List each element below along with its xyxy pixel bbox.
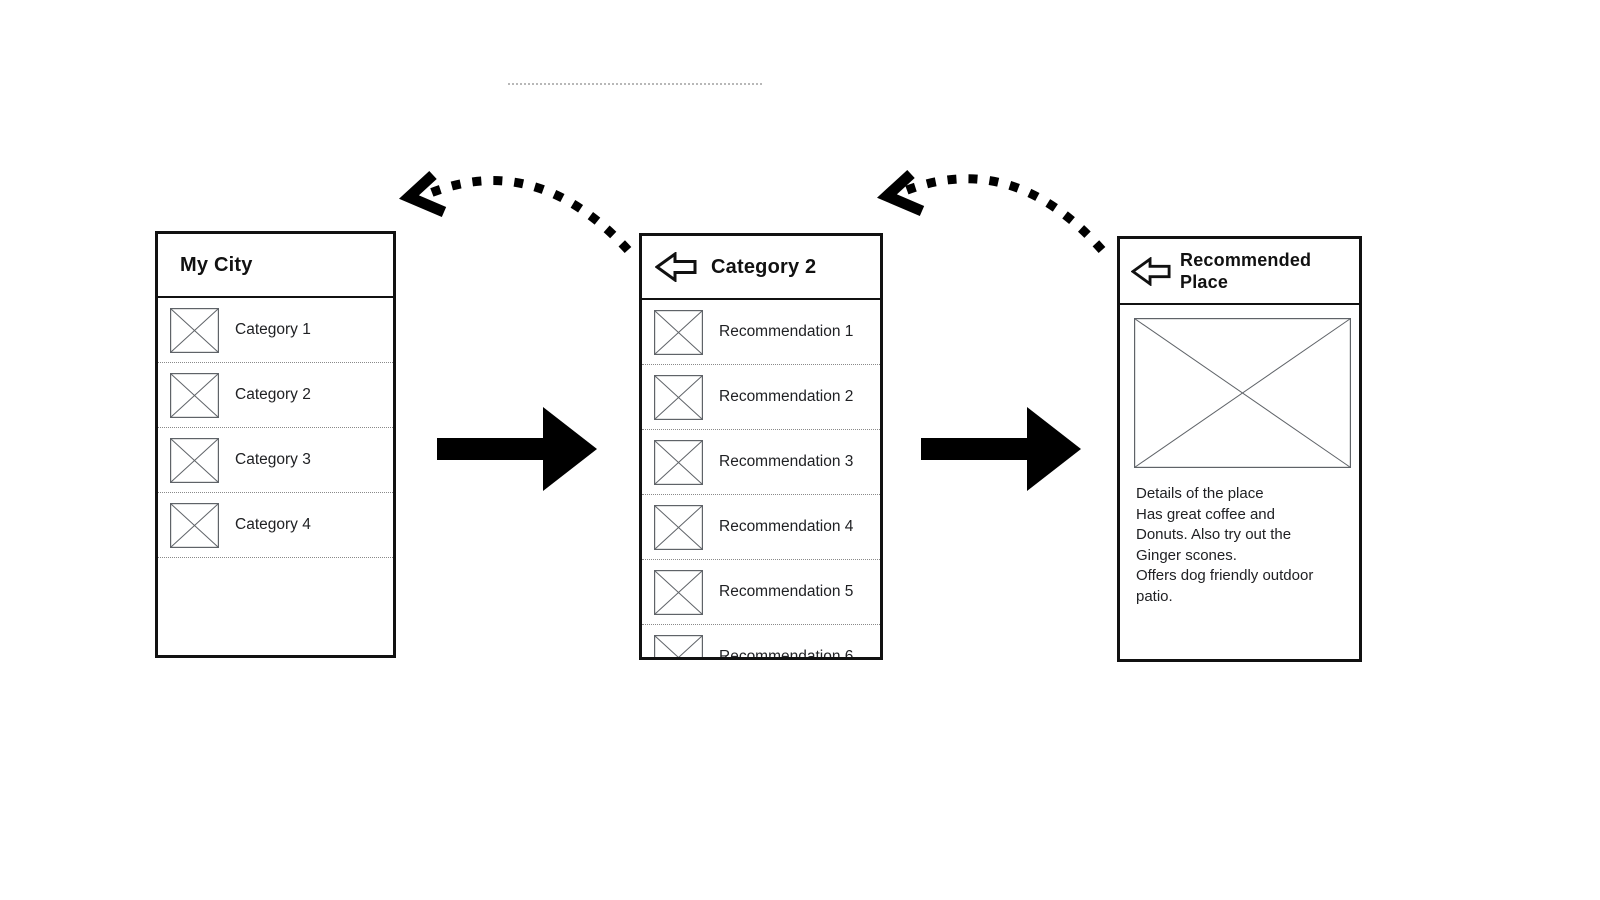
back-arrow-icon[interactable] (1131, 256, 1171, 286)
list-item-label: Category 1 (235, 321, 311, 338)
list-item-recommendation-3[interactable]: Recommendation 3 (642, 430, 880, 495)
place-details-text: Details of the place Has great coffee an… (1136, 485, 1314, 605)
image-placeholder-icon (170, 307, 219, 353)
image-placeholder-icon (654, 309, 703, 355)
page-title: My City (180, 253, 253, 276)
list-item-recommendation-5[interactable]: Recommendation 5 (642, 560, 880, 625)
forward-arrow-2 (921, 407, 1081, 491)
screen-recommended-place: Recommended Place Details of the place H… (1117, 236, 1362, 662)
list-item-recommendation-6[interactable]: Recommendation 6 (642, 625, 880, 660)
trimmed-connector-line (508, 83, 762, 85)
image-placeholder-icon (654, 634, 703, 657)
list-item-label: Recommendation 4 (719, 518, 854, 535)
list-item-category-3[interactable]: Category 3 (158, 428, 393, 493)
image-placeholder-icon (654, 374, 703, 420)
list-item-label: Recommendation 6 (719, 648, 854, 660)
image-placeholder-icon (654, 569, 703, 615)
hero-image-placeholder-icon (1134, 318, 1351, 468)
page-title: Category 2 (711, 255, 817, 278)
image-placeholder-icon (654, 504, 703, 550)
back-arrow-icon[interactable] (655, 252, 697, 282)
list-item-category-1[interactable]: Category 1 (158, 298, 393, 363)
screen-my-city: My City Category 1 Category 2 Category 3… (155, 231, 396, 658)
curved-dotted-back-arrow-2 (877, 169, 1106, 253)
page-title: Recommended Place (1180, 250, 1312, 292)
list-item-label: Recommendation 2 (719, 388, 854, 405)
list-item-category-4[interactable]: Category 4 (158, 493, 393, 558)
image-placeholder-icon (170, 372, 219, 418)
list-item-recommendation-4[interactable]: Recommendation 4 (642, 495, 880, 560)
list-item-recommendation-1[interactable]: Recommendation 1 (642, 300, 880, 365)
list-item-recommendation-2[interactable]: Recommendation 2 (642, 365, 880, 430)
screen-category-2: Category 2 Recommendation 1 Recommendati… (639, 233, 883, 660)
list-item-label: Category 4 (235, 516, 311, 533)
image-placeholder-icon (170, 502, 219, 548)
list-item-category-2[interactable]: Category 2 (158, 363, 393, 428)
curved-dotted-back-arrow-1 (399, 170, 632, 254)
image-placeholder-icon (654, 439, 703, 485)
list-item-label: Category 3 (235, 451, 311, 468)
list-item-label: Recommendation 5 (719, 583, 854, 600)
forward-arrow-1 (437, 407, 597, 491)
screen-my-city-header: My City (158, 234, 393, 298)
image-placeholder-icon (170, 437, 219, 483)
list-item-label: Recommendation 1 (719, 323, 854, 340)
screen-recommended-place-header: Recommended Place (1120, 239, 1359, 305)
list-item-label: Recommendation 3 (719, 453, 854, 470)
list-item-label: Category 2 (235, 386, 311, 403)
screen-category-2-header: Category 2 (642, 236, 880, 300)
